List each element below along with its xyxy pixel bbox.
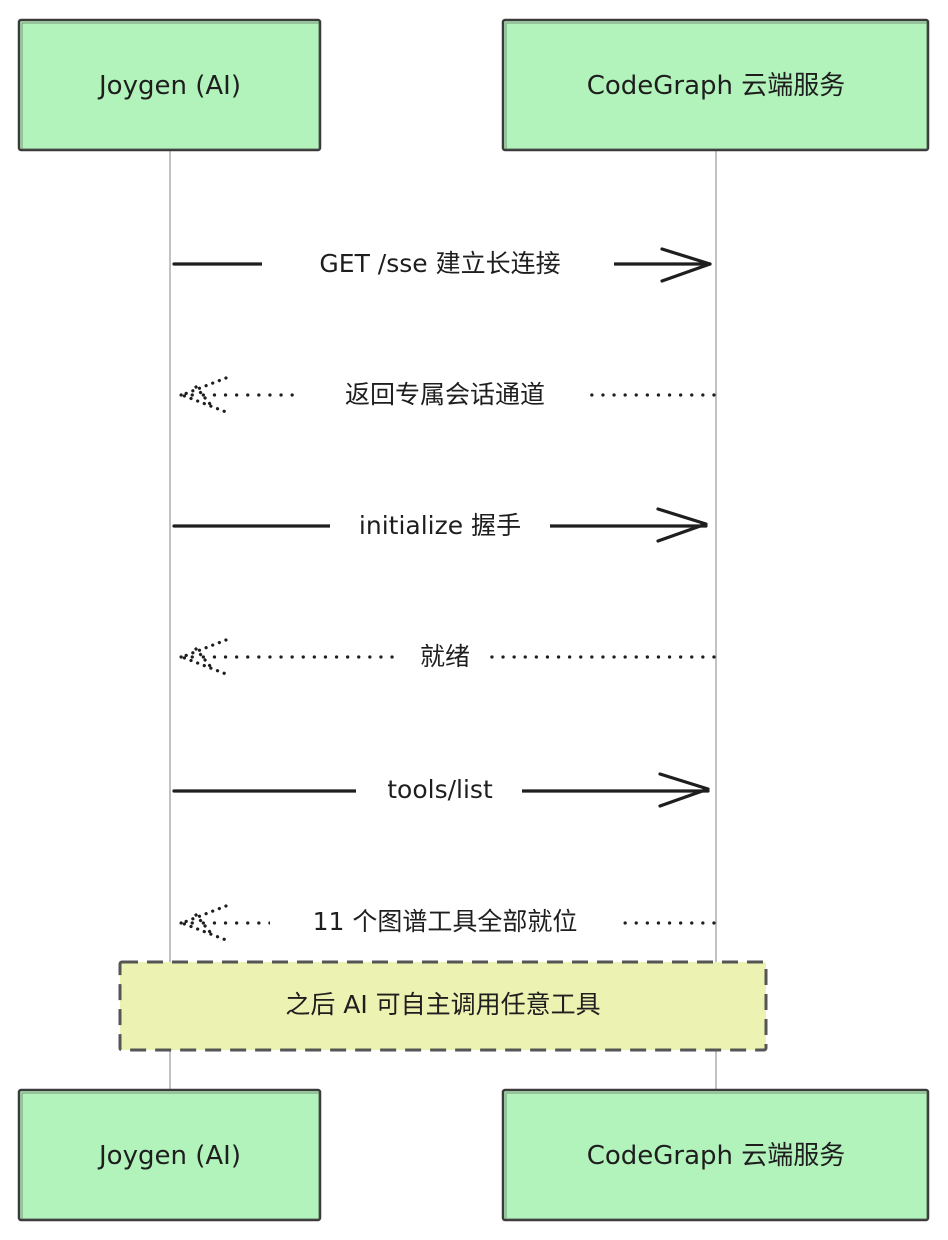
participant-label: CodeGraph 云端服务 xyxy=(587,1141,846,1171)
note-label: 之后 AI 可自主调用任意工具 xyxy=(285,990,600,1019)
message-label: 11 个图谱工具全部就位 xyxy=(313,907,578,936)
note: 之后 AI 可自主调用任意工具 xyxy=(118,960,768,1052)
arrow-head xyxy=(177,638,228,676)
participant-label: CodeGraph 云端服务 xyxy=(587,71,846,101)
arrow-head xyxy=(660,247,712,283)
message-label: 就绪 xyxy=(420,642,470,671)
arrow-head xyxy=(177,904,228,942)
message-4: 就绪 xyxy=(177,632,716,682)
message-1: GET /sse 建立长连接 xyxy=(172,238,712,288)
message-label: GET /sse 建立长连接 xyxy=(319,249,560,278)
message-label: tools/list xyxy=(387,775,493,804)
participant-top-right: CodeGraph 云端服务 xyxy=(501,18,930,152)
participant-bottom-left: Joygen (AI) xyxy=(17,1088,322,1222)
message-5: tools/list xyxy=(172,764,710,814)
message-6: 11 个图谱工具全部就位 xyxy=(177,898,716,948)
arrow-head xyxy=(656,507,708,543)
message-label: initialize 握手 xyxy=(359,511,521,540)
participant-label: Joygen (AI) xyxy=(97,71,241,101)
arrow-head xyxy=(177,376,228,414)
participant-bottom-right: CodeGraph 云端服务 xyxy=(501,1088,930,1222)
participant-label: Joygen (AI) xyxy=(97,1141,241,1171)
arrow-head xyxy=(658,772,710,808)
message-2: 返回专属会话通道 xyxy=(177,370,716,420)
message-label: 返回专属会话通道 xyxy=(345,380,545,409)
message-3: initialize 握手 xyxy=(172,500,708,550)
participant-top-left: Joygen (AI) xyxy=(17,18,322,152)
